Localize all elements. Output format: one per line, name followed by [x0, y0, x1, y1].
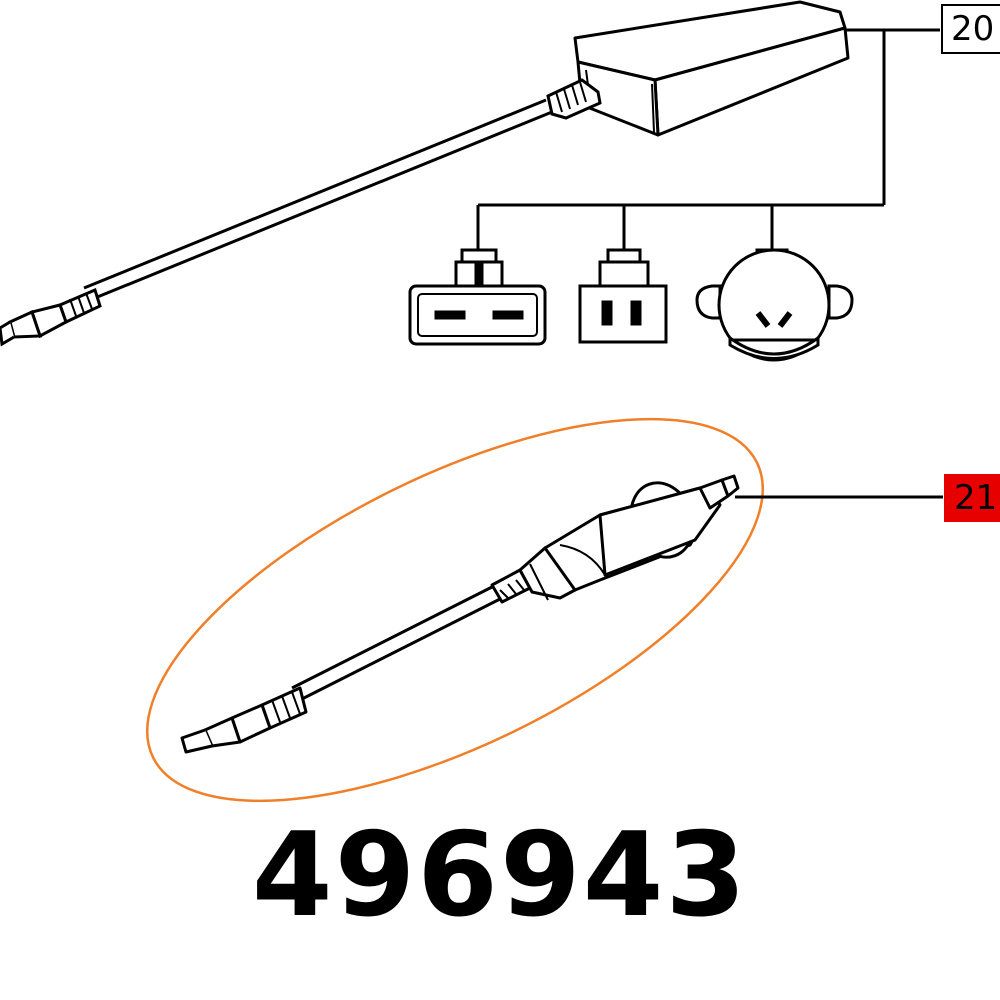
selection-ring: [146, 417, 764, 803]
callout-21-label[interactable]: 21: [954, 478, 998, 518]
adapter-strain-relief: [546, 78, 602, 120]
leader-lines-20: [476, 28, 940, 250]
car-charger-cable: [291, 584, 503, 702]
us-plug-adapter: [578, 248, 668, 344]
dc-plug-top: [0, 287, 102, 347]
callout-20-label[interactable]: 20: [941, 4, 1000, 54]
uk-plug-adapter: [408, 248, 547, 346]
dc-plug-bottom: [180, 686, 308, 754]
part-number: 496943: [251, 808, 749, 943]
power-adapter: [573, 0, 850, 137]
adapter-cable: [83, 98, 553, 302]
au-plug-adapter: [695, 248, 854, 362]
cigarette-lighter-plug: [490, 474, 740, 604]
callout-21-highlight: [944, 474, 1000, 522]
